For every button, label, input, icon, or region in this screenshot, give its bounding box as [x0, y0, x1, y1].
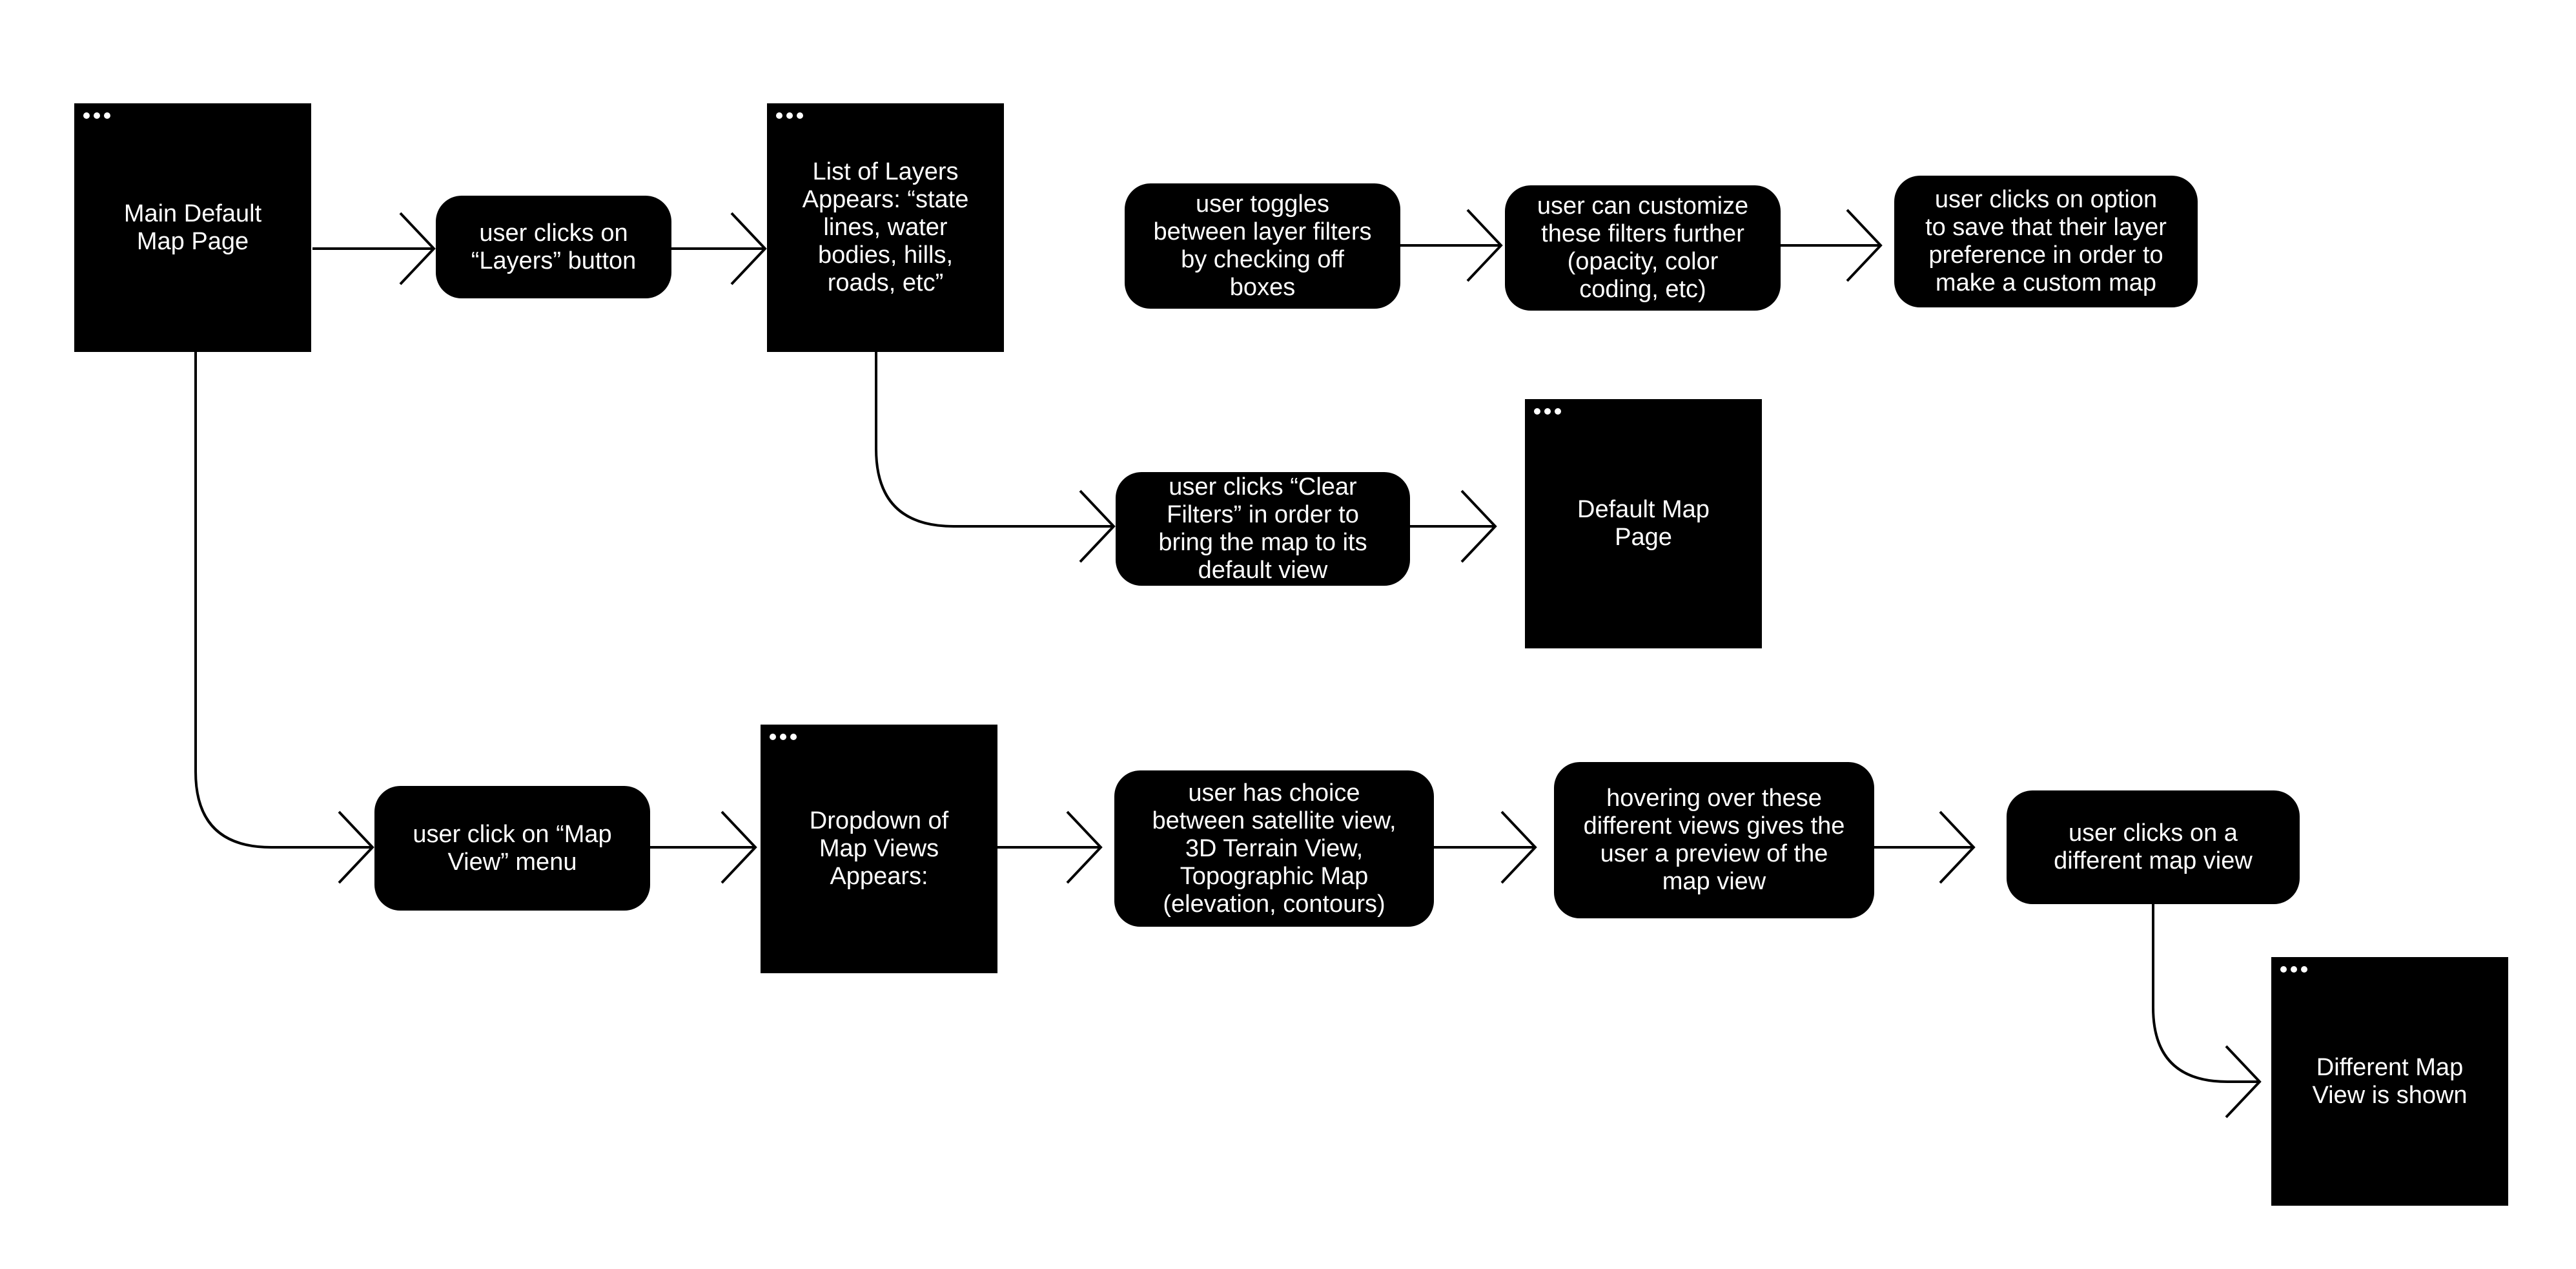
arrowhead-icon — [1066, 810, 1103, 884]
arrowhead-icon — [721, 810, 757, 884]
layers-click-step: user clicks on “Layers” button — [436, 196, 671, 298]
node-label: user has choice between satellite view, … — [1152, 779, 1396, 918]
window-dots-icon — [83, 112, 110, 119]
different-view-shown-screen: Different Map View is shown — [2271, 957, 2508, 1206]
node-label: hovering over these different views give… — [1583, 785, 1845, 895]
connector-main-default-map-page-to-map-view-click — [194, 352, 374, 884]
customize-filters-step: user can customize these filters further… — [1505, 185, 1781, 311]
connector-line — [2152, 904, 2260, 1083]
window-dots-icon — [2280, 966, 2307, 973]
view-choice-step: user has choice between satellite view, … — [1114, 770, 1434, 927]
node-label: user clicks on “Layers” button — [471, 219, 637, 274]
connector-map-views-dropdown-to-view-choice — [997, 810, 1103, 884]
arrowhead-icon — [2225, 1045, 2262, 1119]
map-views-dropdown-screen: Dropdown of Map Views Appears: — [761, 725, 997, 973]
arrowhead-icon — [338, 810, 374, 884]
node-label: Default Map Page — [1577, 496, 1710, 551]
connector-layers-click-to-layers-list — [671, 212, 767, 285]
connector-toggle-filters-to-customize-filters — [1400, 209, 1503, 282]
connector-line — [875, 352, 1114, 528]
node-label: user clicks on option to save that their… — [1925, 186, 2167, 296]
connector-layers-list-to-clear-filters — [875, 352, 1116, 563]
toggle-filters-step: user toggles between layer filters by ch… — [1125, 183, 1400, 309]
node-label: Dropdown of Map Views Appears: — [809, 807, 949, 890]
arrowhead-icon — [1846, 209, 1883, 282]
node-label: Different Map View is shown — [2312, 1053, 2468, 1109]
connector-hover-preview-to-different-view-click — [1874, 810, 1976, 884]
connector-main-default-map-page-to-layers-click — [312, 212, 436, 285]
connector-line — [194, 352, 373, 849]
connector-different-view-click-to-different-view-shown — [2152, 904, 2262, 1119]
layers-list-screen: List of Layers Appears: “state lines, wa… — [767, 103, 1004, 352]
arrowhead-icon — [399, 212, 436, 285]
window-dots-icon — [1534, 408, 1561, 415]
node-label: List of Layers Appears: “state lines, wa… — [802, 158, 969, 296]
node-label: user toggles between layer filters by ch… — [1153, 191, 1372, 301]
arrowhead-icon — [1939, 810, 1976, 884]
connector-clear-filters-to-default-map-page — [1410, 490, 1497, 563]
different-view-click-step: user clicks on a different map view — [2007, 790, 2300, 904]
node-label: user can customize these filters further… — [1537, 192, 1749, 303]
arrowhead-icon — [1466, 209, 1503, 282]
arrowhead-icon — [730, 212, 767, 285]
default-map-page-screen: Default Map Page — [1525, 399, 1762, 648]
main-default-map-page-screen: Main Default Map Page — [74, 103, 311, 352]
save-preference-step: user clicks on option to save that their… — [1894, 176, 2198, 307]
node-label: user clicks “Clear Filters” in order to … — [1158, 473, 1367, 584]
arrowhead-icon — [1460, 490, 1497, 563]
clear-filters-step: user clicks “Clear Filters” in order to … — [1116, 472, 1410, 586]
window-dots-icon — [770, 734, 797, 740]
arrowhead-icon — [1500, 810, 1537, 884]
node-label: user click on “Map View” menu — [413, 820, 612, 876]
arrowhead-icon — [1079, 490, 1116, 563]
window-dots-icon — [776, 112, 803, 119]
connector-view-choice-to-hover-preview — [1434, 810, 1537, 884]
hover-preview-step: hovering over these different views give… — [1554, 762, 1874, 918]
connector-map-view-click-to-map-views-dropdown — [650, 810, 757, 884]
connector-customize-filters-to-save-preference — [1781, 209, 1883, 282]
node-label: Main Default Map Page — [123, 200, 262, 255]
map-view-click-step: user click on “Map View” menu — [374, 786, 650, 911]
node-label: user clicks on a different map view — [2054, 820, 2253, 874]
